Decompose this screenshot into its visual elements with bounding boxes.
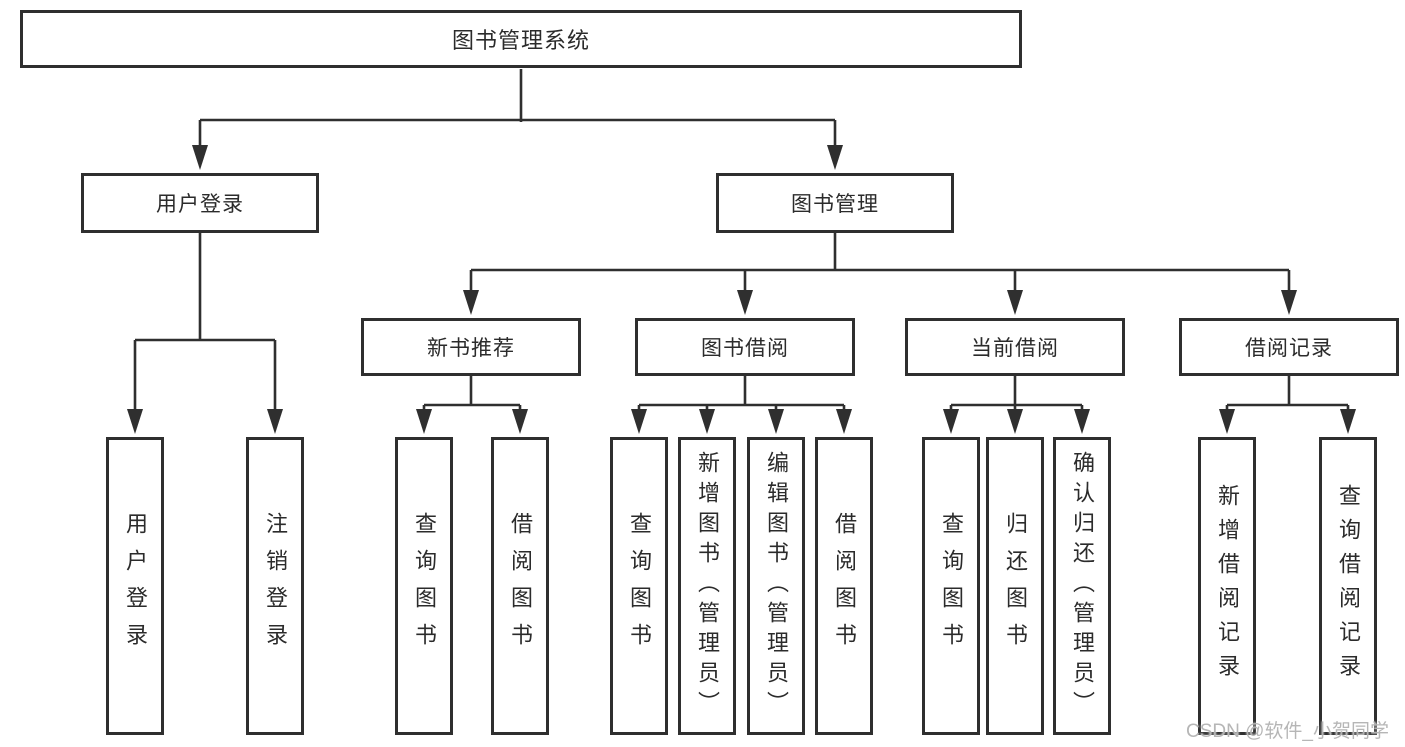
leaf-label: 借阅图书 bbox=[832, 512, 857, 660]
leaf-label: 新增图书（管理员） bbox=[695, 451, 720, 721]
node-new-book-recommendation: 新书推荐 bbox=[361, 318, 581, 376]
csdn-watermark: CSDN @软件_小贺同学 bbox=[1186, 721, 1389, 742]
node-borrowing-records: 借阅记录 bbox=[1179, 318, 1399, 376]
leaf-label: 查询借阅记录 bbox=[1336, 484, 1361, 688]
leaf-edit-book-admin: 编辑图书（管理员） bbox=[747, 437, 805, 735]
leaf-label: 查询图书 bbox=[627, 512, 652, 660]
node-book-borrowing: 图书借阅 bbox=[635, 318, 855, 376]
leaf-return-books: 归还图书 bbox=[986, 437, 1044, 735]
leaf-label: 用户登录 bbox=[123, 512, 148, 660]
leaf-add-book-admin: 新增图书（管理员） bbox=[678, 437, 736, 735]
leaf-label: 查询图书 bbox=[412, 512, 437, 660]
leaf-search-borrow-record: 查询借阅记录 bbox=[1319, 437, 1377, 735]
leaf-user-login: 用户登录 bbox=[106, 437, 164, 735]
leaf-label: 查询图书 bbox=[939, 512, 964, 660]
leaf-label: 归还图书 bbox=[1003, 512, 1028, 660]
leaf-confirm-return-admin: 确认归还（管理员） bbox=[1053, 437, 1111, 735]
node-book-management-branch: 图书管理 bbox=[716, 173, 954, 233]
leaf-label: 编辑图书（管理员） bbox=[764, 451, 789, 721]
leaf-label: 确认归还（管理员） bbox=[1070, 451, 1095, 721]
leaf-search-books-recommend: 查询图书 bbox=[395, 437, 453, 735]
arrowheads bbox=[127, 145, 1356, 434]
leaf-search-books-borrowing: 查询图书 bbox=[610, 437, 668, 735]
leaf-logout: 注销登录 bbox=[246, 437, 304, 735]
leaf-search-books-current: 查询图书 bbox=[922, 437, 980, 735]
leaf-label: 注销登录 bbox=[263, 512, 288, 660]
leaf-add-borrow-record: 新增借阅记录 bbox=[1198, 437, 1256, 735]
leaf-borrow-books-borrowing: 借阅图书 bbox=[815, 437, 873, 735]
leaf-borrow-books-recommend: 借阅图书 bbox=[491, 437, 549, 735]
node-library-management-system: 图书管理系统 bbox=[20, 10, 1022, 68]
leaf-label: 新增借阅记录 bbox=[1215, 484, 1240, 688]
node-current-borrowing: 当前借阅 bbox=[905, 318, 1125, 376]
leaf-label: 借阅图书 bbox=[508, 512, 533, 660]
node-user-login-branch: 用户登录 bbox=[81, 173, 319, 233]
